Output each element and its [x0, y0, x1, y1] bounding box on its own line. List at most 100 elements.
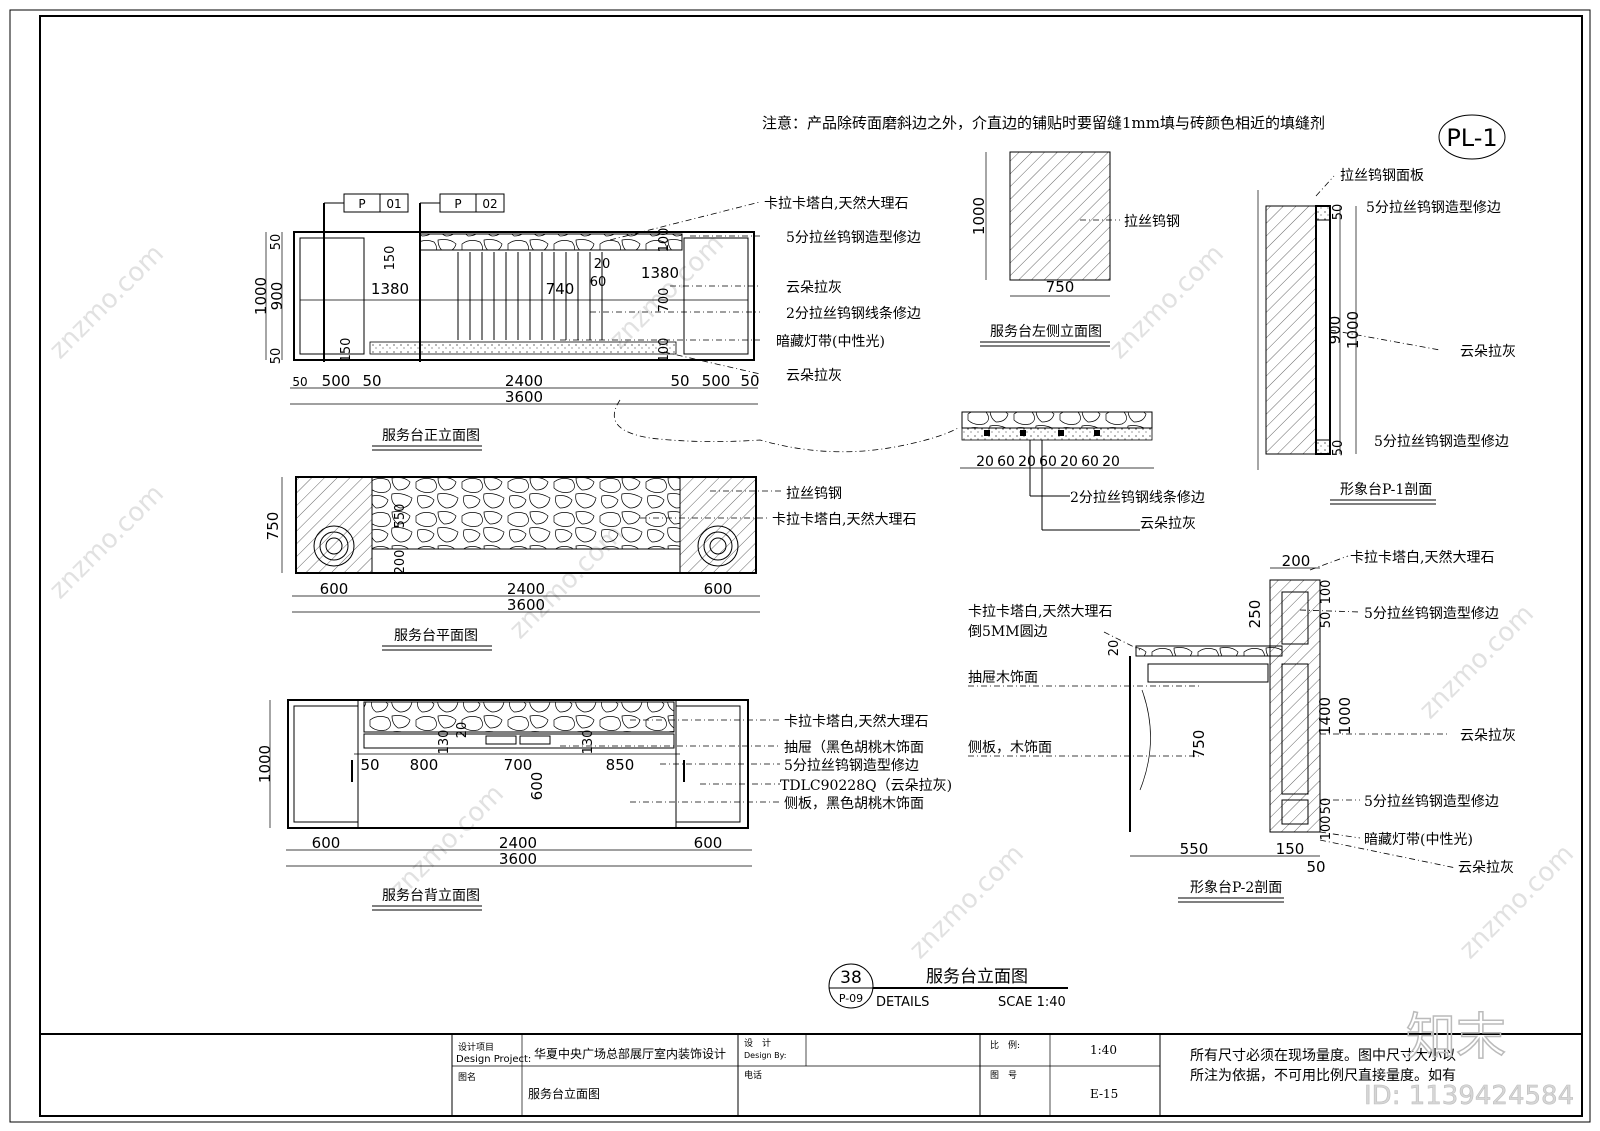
drawing-label: 云朵拉灰: [786, 368, 842, 384]
drawing-label: 750: [264, 512, 282, 541]
drawing-label: 20: [594, 257, 611, 272]
drawing-label: 比 例:: [990, 1039, 1020, 1051]
detail-label: 38 P-09 服务台立面图 DETAILS SCAE 1:40: [828, 963, 1068, 1010]
drawing-label: 700: [504, 756, 533, 774]
drawing-label: 云朵拉灰: [1458, 860, 1514, 876]
drawing-label: Design By:: [744, 1051, 787, 1060]
back-elevation: 1000 50 800 700 850 130 20 130 600 600 2…: [256, 699, 952, 911]
drawing-label: 电话: [744, 1069, 762, 1081]
drawing-label: 740: [546, 280, 575, 298]
drawing-label: 云朵拉灰: [1140, 516, 1196, 532]
drawing-label: 02: [482, 197, 497, 211]
drawing-label: 卡拉卡塔白,天然大理石: [764, 195, 908, 212]
drawing-label: DETAILS: [876, 995, 929, 1010]
drawing-label: 20: [1018, 454, 1036, 470]
front-elevation-title: 服务台正立面图: [382, 428, 480, 444]
drawing-label: E-15: [1090, 1087, 1118, 1101]
drawing-label: 5分拉丝钨钢造型修边: [1374, 434, 1509, 450]
drawing-label: 图 号: [990, 1070, 1017, 1081]
watermark-logo: 知末: [1406, 1008, 1506, 1066]
drawing-label: SCAE 1:40: [998, 995, 1066, 1010]
drawing-label: 3600: [505, 388, 543, 406]
drawing-label: 700: [657, 288, 672, 313]
drawing-label: 图名: [458, 1071, 476, 1083]
drawing-label: 2分拉丝钨钢线条修边: [1070, 489, 1205, 506]
front-strips: [457, 252, 603, 340]
drawing-label: 38: [840, 968, 862, 988]
section-p1: 50 900 1000 50 拉丝钨钢面板 5分拉丝钨钢造型修边 云朵拉灰 5分…: [1257, 168, 1516, 505]
front-elevation: P 01 P 02: [252, 193, 959, 453]
drawing-label: 50: [269, 234, 284, 251]
drawing-label: 250: [1246, 600, 1264, 629]
drawing-label: 150: [339, 338, 354, 363]
sheet-code-badge: PL-1: [1438, 114, 1506, 160]
drawing-label: 5分拉丝钨钢造型修边: [1366, 200, 1501, 216]
drawing-label: 卡拉卡塔白,天然大理石: [784, 713, 928, 730]
drawing-label: 600: [704, 580, 733, 598]
drawing-label: 60: [1039, 454, 1057, 470]
section-p2-title: 形象台P-2剖面: [1190, 880, 1282, 896]
drawing-label: 750: [1190, 730, 1208, 759]
outer-border: [9, 9, 1591, 1123]
drawing-label: 600: [528, 772, 546, 801]
sheet-code: PL-1: [1446, 124, 1497, 152]
drawing-label: 3600: [507, 596, 545, 614]
watermark-site: znzmo.com: [44, 479, 170, 605]
drawing-label: 抽屉木饰面: [968, 670, 1038, 686]
drawing-label: 1380: [371, 280, 409, 298]
drawing-label: P-09: [839, 992, 863, 1005]
drawing-label: 2400: [505, 372, 543, 390]
inner-border: [39, 15, 1583, 1117]
drawing-label: 设计项目: [458, 1041, 494, 1053]
watermark-site: znzmo.com: [384, 779, 510, 905]
drawing-label: 倒5MM圆边: [968, 624, 1048, 640]
drawing-label: 100: [657, 338, 672, 363]
drawing-label: 5分拉丝钨钢造型修边: [1364, 606, 1499, 622]
drawing-label: 50: [1319, 612, 1334, 629]
drawing-label: 800: [410, 756, 439, 774]
drawing-label: 600: [320, 580, 349, 598]
drawing-label: 150: [1276, 840, 1305, 858]
drawing-label: 卡拉卡塔白,天然大理石: [1350, 549, 1494, 566]
drawing-label: 01: [386, 197, 401, 211]
drawing-label: 侧板，木饰面: [968, 740, 1052, 756]
drawing-label: 100: [1319, 816, 1334, 841]
drawing-label: P: [358, 197, 365, 211]
watermark-site: znzmo.com: [1454, 839, 1580, 965]
plan-view: 750 550 200 600 2400 600 3600 拉丝钨钢 卡拉卡塔白…: [264, 476, 916, 651]
drawing-label: 20: [976, 454, 994, 470]
drawing-label: 5分拉丝钨钢造型修边: [786, 230, 921, 246]
drawing-label: 130: [581, 730, 596, 755]
drawing-label: 600: [312, 834, 341, 852]
drawing-label: 所有尺寸必须在现场量度。图中尺寸大小以: [1190, 1048, 1456, 1064]
drawing-label: 1380: [641, 264, 679, 282]
marker-p02: P 02: [419, 193, 505, 362]
drawing-label: 20: [1060, 454, 1078, 470]
section-p1-title: 形象台P-1剖面: [1340, 482, 1432, 498]
drawing-label: 50: [360, 756, 379, 774]
drawing-label: 200: [1282, 552, 1311, 570]
drawing-label: 20: [1107, 640, 1122, 657]
watermark-site: znzmo.com: [1104, 239, 1230, 365]
drawing-label: 拉丝钨钢: [786, 486, 842, 502]
drawing-label: 2分拉丝钨钢线条修边: [786, 305, 921, 322]
drawing-label: 侧板，黑色胡桃木饰面: [784, 795, 924, 812]
drawing-label: TDLC90228Q（云朵拉灰): [780, 778, 952, 794]
drawing-label: 1000: [252, 277, 270, 315]
drawing-label: 服务台立面图: [926, 967, 1028, 987]
drawing-label: 850: [606, 756, 635, 774]
drawing-label: 1400: [1316, 697, 1334, 735]
drawing-label: 50: [362, 372, 381, 390]
drawing-label: 1:40: [1090, 1043, 1117, 1057]
drawing-label: 130: [437, 730, 452, 755]
plan-title: 服务台平面图: [394, 628, 478, 644]
drawing-label: 500: [702, 372, 731, 390]
drawing-label: 50: [269, 348, 284, 365]
drawing-label: 150: [383, 246, 398, 271]
drawing-label: Design Project:: [456, 1054, 531, 1065]
detail-strip: 20 60 20 60 20 60 20 2分拉丝钨钢线条修边 云朵拉灰: [960, 411, 1205, 532]
drawing-label: 50: [670, 372, 689, 390]
drawing-label: 1000: [256, 745, 274, 783]
left-side-title: 服务台左侧立面图: [990, 324, 1102, 340]
drawing-label: 云朵拉灰: [1460, 728, 1516, 744]
